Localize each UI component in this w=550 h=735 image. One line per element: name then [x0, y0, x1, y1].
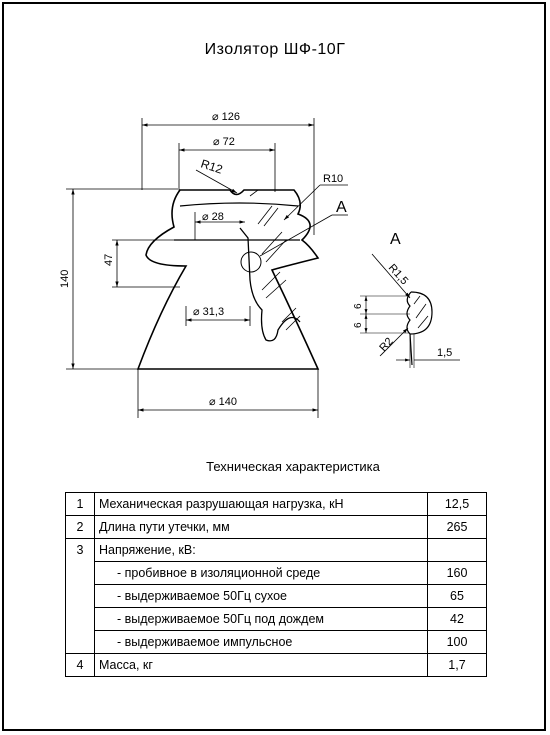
r12-label: R12	[199, 157, 225, 177]
table-row: - пробивное в изоляционной среде 160	[65, 561, 487, 585]
row-label: Длина пути утечки, мм	[94, 515, 428, 539]
detail-a-bulge	[409, 291, 433, 335]
table-row: - выдерживаемое 50Гц под дождем 42	[65, 607, 487, 631]
dim-47-label: 47	[103, 254, 115, 266]
drawing-title: Изолятор ШФ-10Г	[204, 41, 346, 58]
row-label: Механическая разрушающая нагрузка, кН	[94, 492, 428, 516]
section-cut	[239, 227, 301, 342]
row-label: Напряжение, кВ:	[94, 538, 428, 562]
table-caption: Техническая характеристика	[206, 459, 380, 474]
detail-a-hatching	[413, 295, 429, 329]
section-hatching	[249, 189, 301, 331]
table-row: 2 Длина пути утечки, мм 265	[65, 515, 487, 539]
row-label: - выдерживаемое 50Гц сухое	[94, 584, 428, 608]
row-value: 100	[427, 630, 487, 654]
detail-15-label: 1,5	[437, 347, 452, 359]
detail-a-leader	[259, 214, 333, 257]
detail-a-marker: A	[336, 199, 347, 216]
table-row: - выдерживаемое импульсное 100	[65, 630, 487, 654]
neck-groove	[179, 202, 299, 207]
row-number	[65, 561, 95, 585]
insulator-outline	[136, 189, 320, 370]
detail-6b-label: 6	[353, 322, 364, 328]
table-row: 4 Масса, кг 1,7	[65, 653, 487, 677]
row-value: 42	[427, 607, 487, 631]
r10-leader	[283, 184, 321, 221]
row-value: 160	[427, 561, 487, 585]
row-label: - выдерживаемое 50Гц под дождем	[94, 607, 428, 631]
detail-r2-label: R2	[377, 336, 395, 354]
r12-leader	[195, 169, 238, 194]
spec-table: 1 Механическая разрушающая нагрузка, кН …	[65, 492, 487, 677]
dim-31-label: ⌀ 31,3	[193, 306, 224, 318]
detail-r2-leader	[379, 327, 409, 357]
row-label: Масса, кг	[94, 653, 428, 677]
row-number: 4	[65, 653, 95, 677]
row-label: - пробивное в изоляционной среде	[94, 561, 428, 585]
dim-140-label: ⌀ 140	[209, 396, 237, 408]
dim-28-label: ⌀ 28	[202, 211, 224, 223]
row-number	[65, 584, 95, 608]
row-value: 265	[427, 515, 487, 539]
row-value: 12,5	[427, 492, 487, 516]
table-row: - выдерживаемое 50Гц сухое 65	[65, 584, 487, 608]
row-number: 1	[65, 492, 95, 516]
row-value	[427, 538, 487, 562]
r10-label: R10	[323, 173, 343, 185]
row-value: 1,7	[427, 653, 487, 677]
table-row: 1 Механическая разрушающая нагрузка, кН …	[65, 492, 487, 516]
detail-a-circle	[240, 251, 262, 273]
dim-126-label: ⌀ 126	[212, 111, 240, 123]
row-number	[65, 607, 95, 631]
table-row: 3 Напряжение, кВ:	[65, 538, 487, 562]
row-number: 2	[65, 515, 95, 539]
row-number: 3	[65, 538, 95, 562]
row-value: 65	[427, 584, 487, 608]
detail-a-title: A	[390, 231, 401, 248]
row-label: - выдерживаемое импульсное	[94, 630, 428, 654]
detail-r15-leader	[371, 253, 411, 299]
dim-72-label: ⌀ 72	[213, 136, 235, 148]
dim-140h-label: 140	[59, 270, 71, 288]
detail-6a-label: 6	[353, 303, 364, 309]
row-number	[65, 630, 95, 654]
